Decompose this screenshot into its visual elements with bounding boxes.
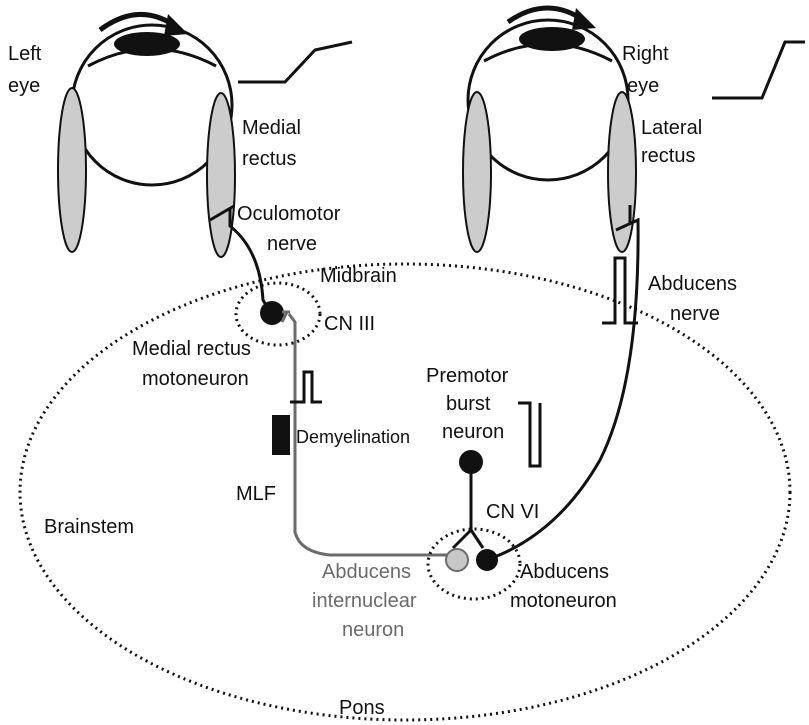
right-eye-label-line2: eye: [627, 75, 659, 97]
premotor-label-line2: burst: [446, 393, 491, 415]
lateral-rectus-label-line2: rectus: [641, 145, 695, 167]
cn6-label: CN VI: [486, 501, 539, 523]
midbrain-label: Midbrain: [320, 265, 397, 287]
left-eye: [58, 14, 235, 257]
abducens-nerve-pulse: [602, 258, 638, 323]
left-arrow-head: [164, 14, 188, 36]
premotor-burst-pulse: [518, 403, 540, 466]
abd-internuclear-label-line2: internuclear: [312, 590, 417, 612]
mlf-label: MLF: [236, 483, 276, 505]
cn6-nucleus-outline: [428, 529, 520, 599]
cn3-label: CN III: [324, 313, 375, 335]
right-pupil: [519, 27, 585, 51]
medial-rectus-motoneuron: [260, 301, 284, 325]
pons-label: Pons: [339, 697, 385, 719]
right-eye-label-line1: Right: [622, 43, 669, 65]
premotor-burst-neuron: [459, 450, 483, 474]
left-eye-label-line2: eye: [8, 75, 40, 97]
premotor-axon: [453, 472, 483, 548]
lateral-rectus-label-line1: Lateral: [641, 117, 702, 139]
abd-motoneuron-label-line2: motoneuron: [510, 590, 617, 612]
right-eye: [463, 8, 636, 252]
oculomotor-label-line1: Oculomotor: [237, 203, 341, 225]
brainstem-label: Brainstem: [44, 516, 134, 538]
abducens-internuclear-neuron: [446, 549, 468, 571]
right-medial-rectus-muscle: [463, 92, 491, 252]
premotor-label-line3: neuron: [442, 421, 504, 443]
demyelination-block: [272, 415, 290, 455]
left-pupil: [114, 32, 180, 56]
oculomotor-label-line2: nerve: [267, 233, 317, 255]
right-eye-position-trace: [712, 42, 805, 98]
abd-internuclear-label-line1: Abducens: [322, 561, 411, 583]
mr-motoneuron-label-line2: motoneuron: [142, 368, 249, 390]
premotor-label-line1: Premotor: [426, 365, 509, 387]
abd-motoneuron-label-line1: Abducens: [520, 561, 609, 583]
abducens-motoneuron: [476, 549, 498, 571]
right-arrow-head: [572, 8, 596, 30]
left-lateral-rectus-muscle: [58, 88, 86, 252]
left-medial-rectus-muscle: [207, 93, 235, 257]
abd-internuclear-label-line3: neuron: [342, 619, 404, 641]
medial-rectus-label-line1: Medial: [242, 117, 301, 139]
left-eye-position-trace: [238, 42, 352, 82]
abducens-nerve-label-line2: nerve: [670, 303, 720, 325]
left-eye-label-line1: Left: [8, 43, 42, 65]
brainstem-outline: [20, 264, 790, 720]
demyelination-label: Demyelination: [296, 427, 410, 447]
medial-rectus-label-line2: rectus: [242, 148, 296, 170]
mr-motoneuron-label-line1: Medial rectus: [132, 338, 251, 360]
abducens-nerve-label-line1: Abducens: [648, 273, 737, 295]
